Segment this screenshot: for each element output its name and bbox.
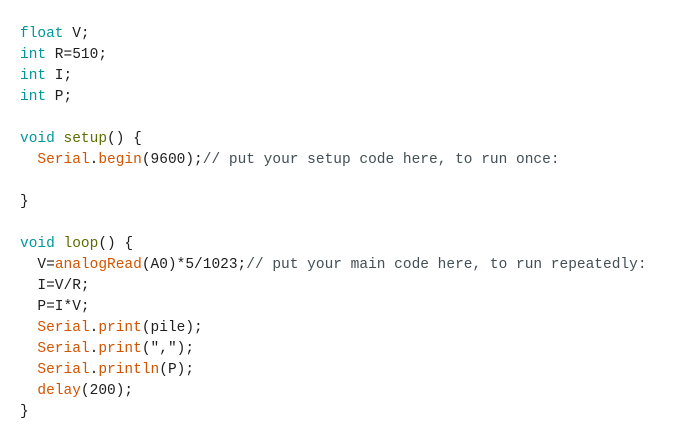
code-token-tx: [20, 320, 37, 336]
code-token-kw: void: [20, 236, 55, 252]
code-token-lib: analogRead: [54, 257, 142, 273]
code-token-lib: Serial: [37, 152, 90, 168]
code-token-cm: // put your main code here, to run repea…: [246, 257, 647, 273]
code-editor[interactable]: float V;int R=510;int I;int P;void setup…: [20, 24, 647, 423]
code-token-tx: [20, 341, 37, 357]
code-token-tx: [55, 236, 64, 252]
code-line[interactable]: [20, 213, 647, 234]
code-token-lib: print: [98, 341, 142, 357]
code-token-kw: int: [20, 47, 47, 63]
code-token-tx: R=510;: [46, 47, 108, 63]
code-line[interactable]: Serial.begin(9600);// put your setup cod…: [20, 150, 647, 171]
code-token-tx: (A0)*5/1023;: [141, 257, 247, 273]
code-token-lib: begin: [98, 152, 142, 168]
code-token-tx: (9600);: [141, 152, 203, 168]
code-token-lib: Serial: [37, 362, 90, 378]
code-token-kw: int: [20, 68, 47, 84]
code-token-cm: // put your setup code here, to run once…: [202, 152, 560, 168]
code-token-tx: .: [89, 152, 99, 168]
code-line[interactable]: [20, 171, 647, 192]
code-line[interactable]: P=I*V;: [20, 297, 647, 318]
code-token-kw: void: [20, 131, 55, 147]
code-token-fn: loop: [63, 236, 99, 252]
code-token-tx: I;: [46, 68, 73, 84]
code-token-lib: print: [98, 320, 142, 336]
code-line[interactable]: float V;: [20, 24, 647, 45]
code-token-tx: }: [20, 194, 29, 210]
code-token-tx: .: [89, 362, 99, 378]
code-line[interactable]: int I;: [20, 66, 647, 87]
code-line[interactable]: I=V/R;: [20, 276, 647, 297]
code-line[interactable]: int R=510;: [20, 45, 647, 66]
code-token-lib: delay: [37, 383, 81, 399]
code-line[interactable]: Serial.println(P);: [20, 360, 647, 381]
code-token-tx: [20, 362, 37, 378]
code-line[interactable]: void setup() {: [20, 129, 647, 150]
code-line[interactable]: [20, 108, 647, 129]
code-token-tx: (pile);: [141, 320, 203, 336]
code-line[interactable]: }: [20, 402, 647, 423]
code-token-tx: P;: [46, 89, 73, 105]
code-line[interactable]: int P;: [20, 87, 647, 108]
code-token-lib: Serial: [37, 341, 90, 357]
code-token-tx: (",");: [141, 341, 195, 357]
code-line[interactable]: V=analogRead(A0)*5/1023;// put your main…: [20, 255, 647, 276]
code-token-tx: [55, 131, 64, 147]
code-line[interactable]: void loop() {: [20, 234, 647, 255]
code-token-kw: int: [20, 89, 47, 105]
code-token-tx: () {: [107, 131, 142, 147]
code-token-tx: }: [20, 404, 29, 420]
code-token-tx: I=V/R;: [20, 278, 90, 294]
code-token-kw: float: [20, 26, 64, 42]
code-line[interactable]: delay(200);: [20, 381, 647, 402]
code-token-tx: (200);: [80, 383, 134, 399]
code-token-tx: [20, 152, 37, 168]
code-token-tx: V;: [63, 26, 90, 42]
code-line[interactable]: Serial.print(pile);: [20, 318, 647, 339]
code-token-lib: Serial: [37, 320, 90, 336]
code-token-tx: () {: [98, 236, 134, 252]
code-line[interactable]: }: [20, 192, 647, 213]
code-token-tx: (P);: [159, 362, 195, 378]
code-token-tx: .: [89, 320, 99, 336]
code-token-tx: P=I*V;: [20, 299, 90, 315]
code-token-tx: V=: [20, 257, 55, 273]
code-token-tx: [20, 383, 37, 399]
code-token-tx: .: [89, 341, 99, 357]
code-line[interactable]: Serial.print(",");: [20, 339, 647, 360]
code-token-fn: setup: [63, 131, 108, 147]
code-token-lib: println: [98, 362, 160, 378]
